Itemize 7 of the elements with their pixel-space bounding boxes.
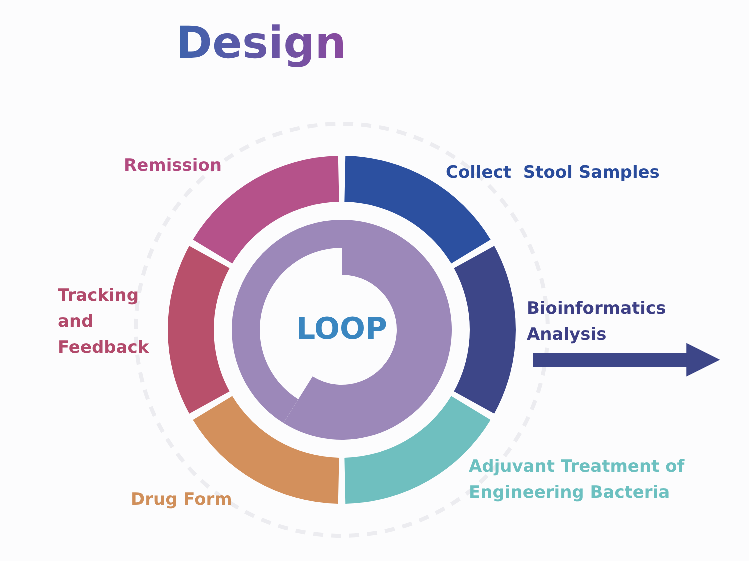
step-label: Remission (124, 153, 222, 179)
center-label: LOOP (282, 310, 402, 350)
step-label: Adjuvant Treatment of Engineering Bacteria (469, 454, 709, 506)
step-label: Drug Form (131, 487, 232, 513)
step-label: Bioinformatics Analysis (527, 296, 687, 348)
step-label: Collect Stool Samples (446, 160, 660, 186)
step-label: Tracking and Feedback (58, 283, 158, 361)
